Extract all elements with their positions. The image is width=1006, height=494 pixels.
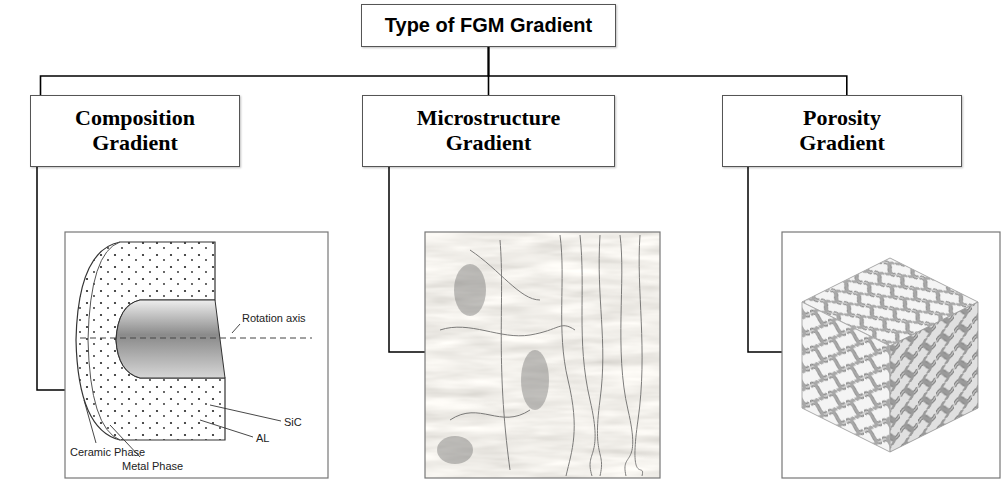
node-text: Porosity Gradient bbox=[782, 106, 902, 155]
grain-streaks bbox=[440, 235, 643, 476]
grain bbox=[437, 436, 473, 464]
porosity-picture bbox=[782, 232, 1000, 478]
streak bbox=[635, 235, 643, 476]
rotation-axis bbox=[80, 338, 312, 339]
composition-picture bbox=[65, 232, 328, 478]
tree-connector bbox=[489, 47, 847, 95]
node-text: Microstructure Gradient bbox=[404, 106, 574, 155]
category-box: Microstructure Gradient bbox=[362, 95, 615, 167]
grain bbox=[521, 350, 549, 410]
category-box: Porosity Gradient bbox=[722, 95, 962, 167]
microstructure-picture bbox=[425, 232, 660, 478]
streak bbox=[560, 235, 574, 476]
inner-surface bbox=[116, 300, 225, 378]
leader-line bbox=[200, 420, 253, 437]
leader-line bbox=[84, 400, 96, 443]
part-label: AL bbox=[256, 432, 269, 444]
leader-line bbox=[37, 160, 65, 390]
part-label: Ceramic Phase bbox=[70, 446, 145, 458]
part-label: Rotation axis bbox=[242, 312, 306, 324]
crack bbox=[440, 326, 575, 336]
lattice-right bbox=[890, 302, 978, 452]
streak bbox=[620, 235, 633, 476]
leader-line bbox=[389, 160, 425, 352]
root-box: Type of FGM Gradient bbox=[361, 4, 616, 47]
leader-line bbox=[748, 160, 782, 352]
lattice-shade bbox=[890, 302, 978, 452]
metal-ceramic-ring bbox=[76, 242, 225, 440]
crack bbox=[500, 240, 510, 470]
label-leaders bbox=[84, 324, 281, 457]
leader-line bbox=[232, 324, 240, 333]
picture-frame bbox=[782, 232, 1000, 478]
picture-frame bbox=[65, 232, 328, 478]
part-label: SiC bbox=[284, 416, 302, 428]
leader-line bbox=[210, 405, 281, 421]
streak bbox=[597, 235, 602, 476]
crack bbox=[450, 410, 530, 420]
grain bbox=[454, 264, 486, 316]
picture-frame bbox=[425, 232, 660, 478]
lattice-left bbox=[802, 302, 890, 452]
node-text: Type of FGM Gradient bbox=[385, 14, 592, 36]
node-text: Composition Gradient bbox=[60, 106, 210, 155]
part-label: Metal Phase bbox=[122, 460, 183, 472]
category-box: Composition Gradient bbox=[30, 95, 240, 167]
micrograph bbox=[425, 232, 660, 478]
phase-boundary bbox=[88, 242, 120, 440]
streak bbox=[580, 235, 595, 476]
tree-connector bbox=[41, 47, 489, 95]
dark-grains bbox=[437, 264, 549, 464]
